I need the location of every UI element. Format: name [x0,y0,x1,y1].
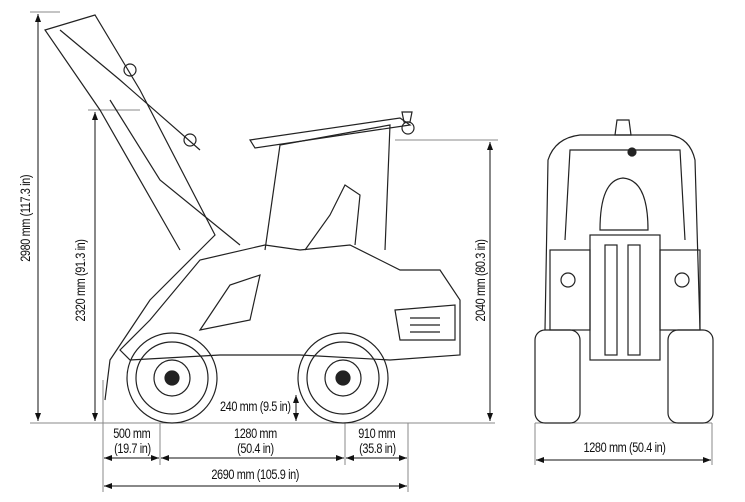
side-view-loader [44,14,461,424]
total-length-label: 2690 mm (105.9 in) [211,466,299,482]
ground-clearance-label: 240 mm (9.5 in) [219,398,291,414]
width-label: 1280 mm (50.4 in) [583,439,666,455]
dimension-arrows [35,14,711,489]
extension-lines [30,11,713,492]
lift-height-label: 2320 mm (91.3 in) [72,239,88,322]
wheelbase-label: 1280 mm(50.4 in) [233,425,277,456]
max-height-label: 2980 mm (117.3 in) [17,174,33,262]
rear-overhang-label: 910 mm(35.8 in) [358,425,396,456]
front-wheel [297,332,389,424]
cab-height-label: 2040 mm (80.3 in) [472,239,488,322]
left-tire [534,329,581,424]
front-overhang-label: 500 mm(19.7 in) [113,425,151,456]
rear-wheel [126,332,218,424]
front-view-loader [534,119,714,424]
right-tire [667,329,714,424]
